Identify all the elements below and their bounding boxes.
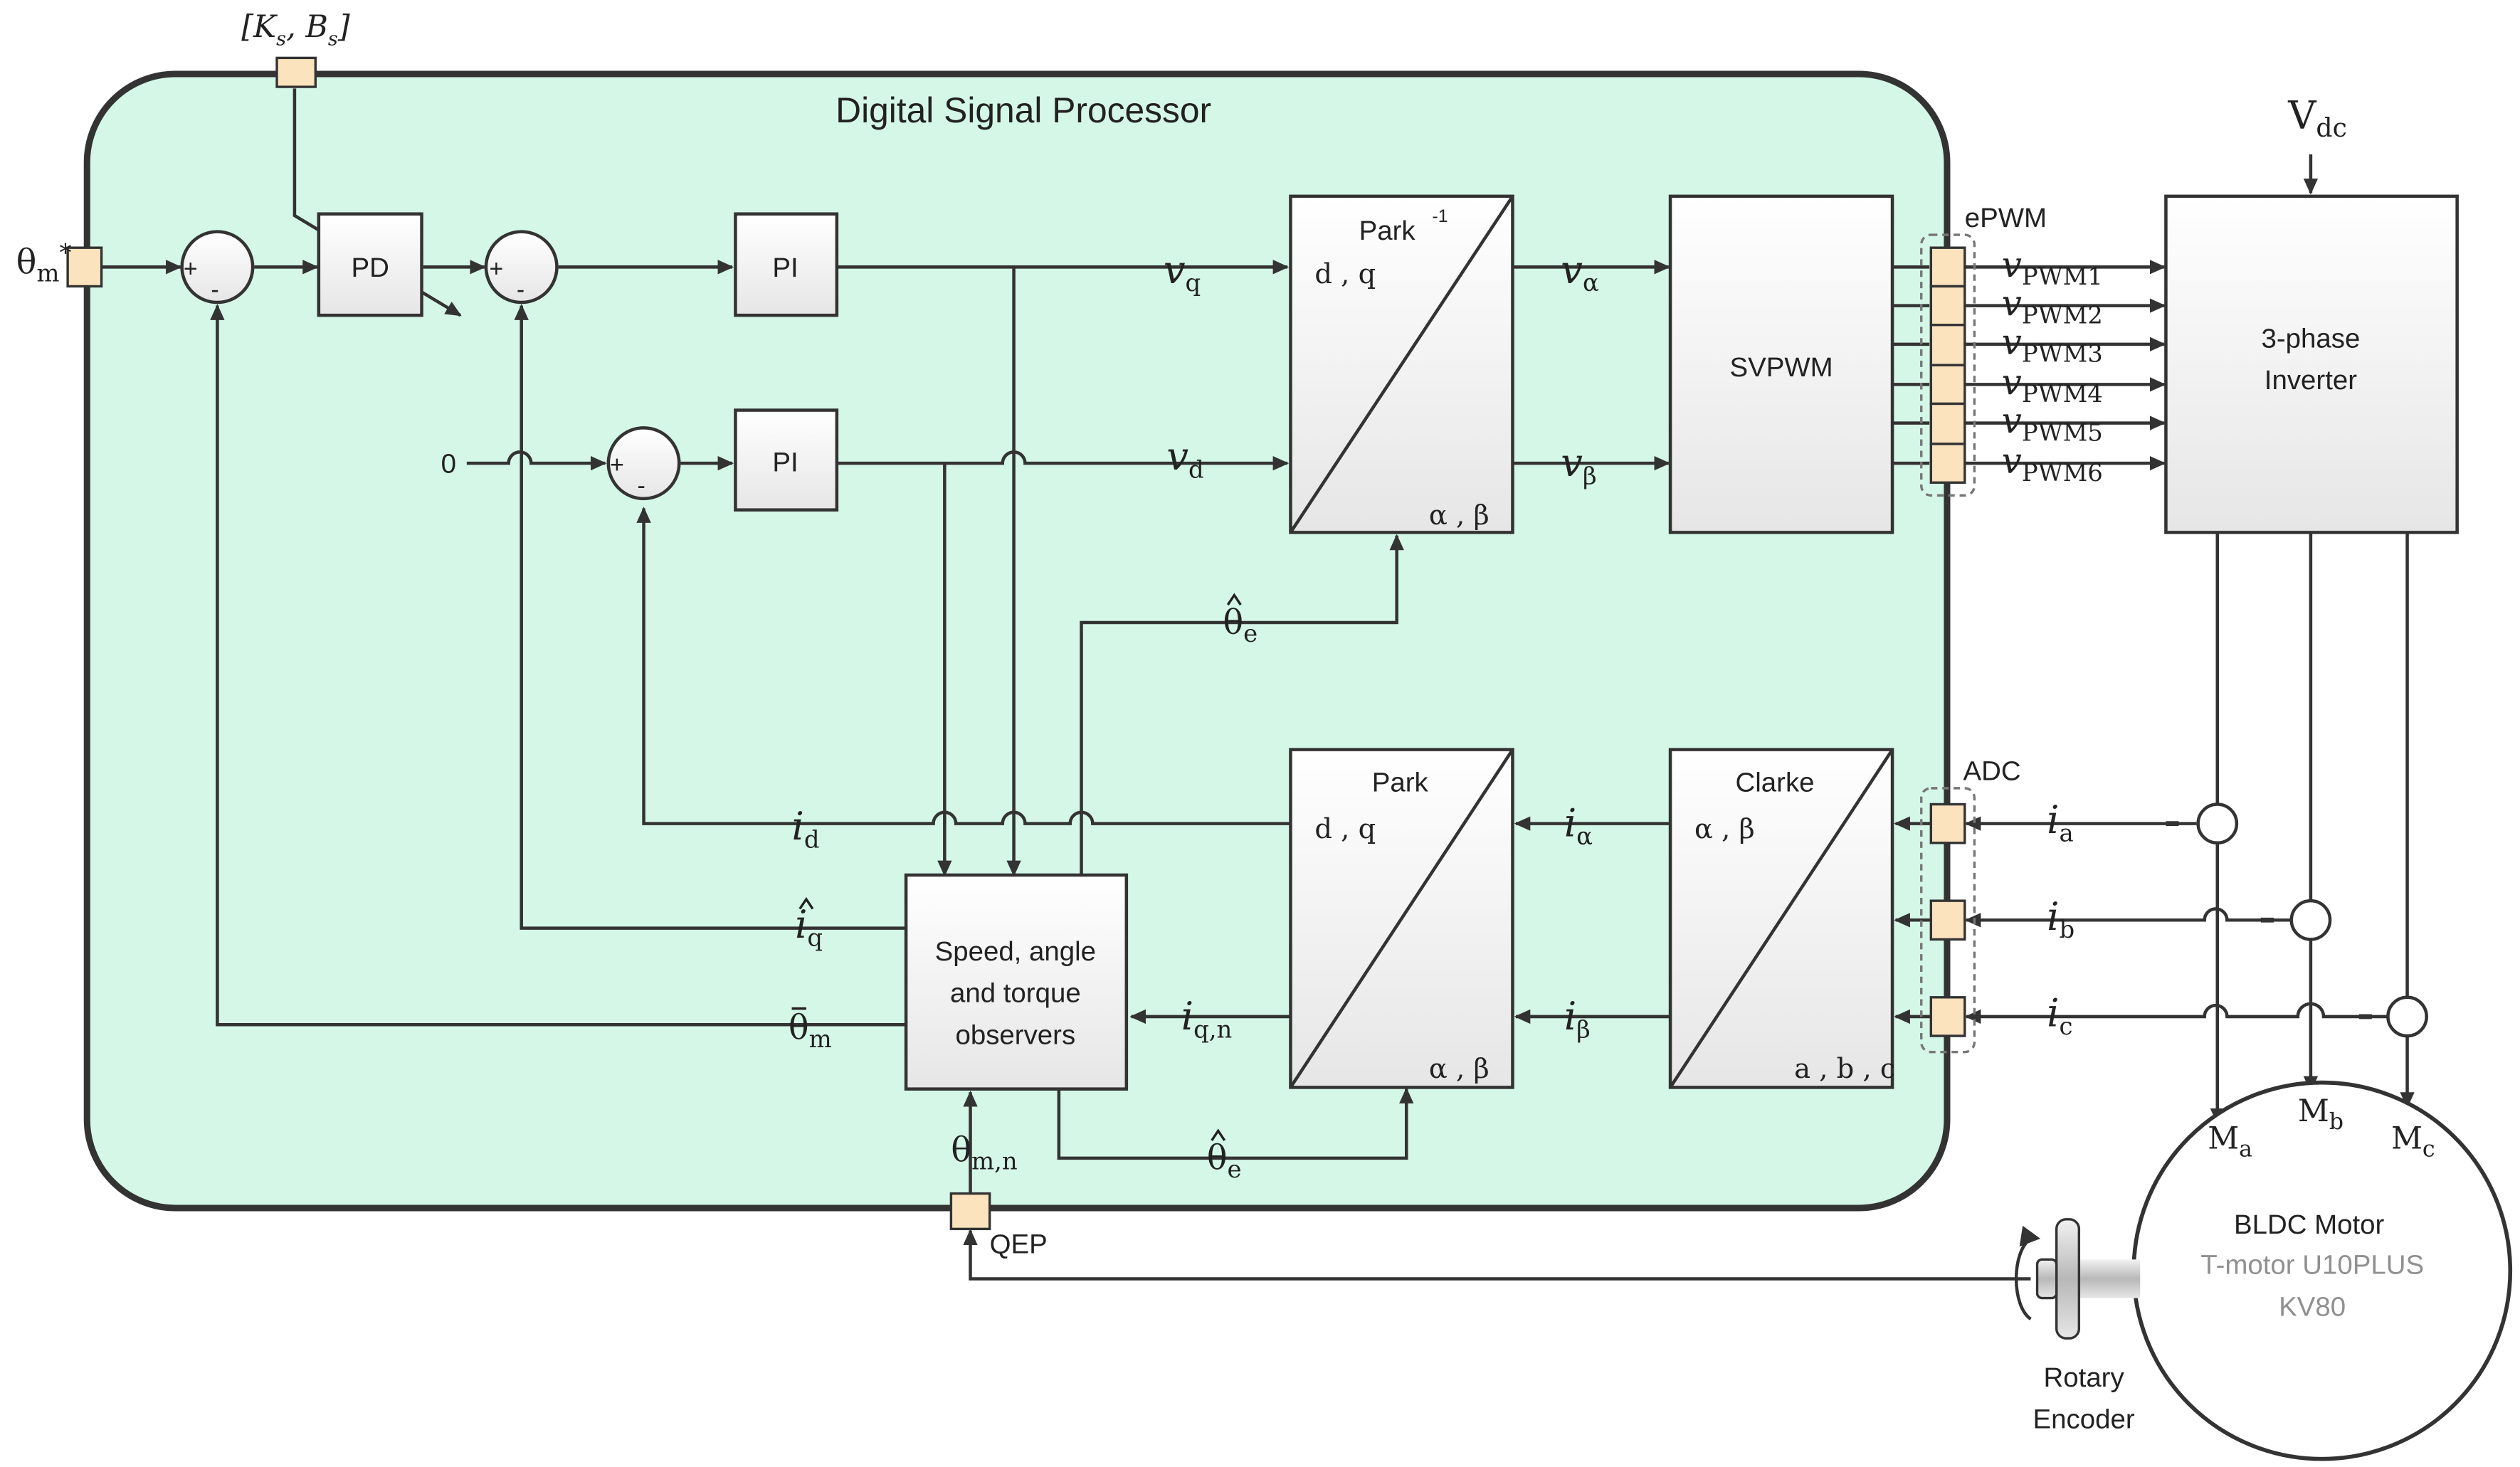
iqn-label: iq,n [1181,994,1233,1043]
hat-mark [1211,1128,1226,1141]
encoder-hub [2035,1258,2058,1300]
ialpha-label: iα [1564,801,1593,850]
pi-q-label: PI [772,253,798,283]
sum-junction-iq [484,230,559,304]
ks-bs-label: [Ks, Bs] [241,9,350,50]
sum2-minus: - [517,276,524,303]
inverse-park-output-label: α , β [1429,499,1490,531]
pi-d-label: PI [772,447,798,477]
inverter-label-2: Inverter [2265,365,2357,396]
pd-label: PD [351,253,389,283]
qep-port [949,1192,991,1231]
encoder-disc [2055,1218,2081,1340]
epwm-label: ePWM [1965,203,2047,233]
dsp-title: Digital Signal Processor [835,90,1211,130]
zero-input-label: 0 [441,449,456,480]
observer-block [904,873,1129,1091]
sum-junction-id [606,426,681,501]
motor-shaft [2075,1259,2141,1298]
sum3-plus: + [610,452,624,479]
motor-kv: KV80 [2279,1291,2346,1322]
svg-text:vPWM2: vPWM2 [2002,282,2103,329]
motor-phase-b-label: Mb [2298,1093,2344,1135]
motor-phase-c-label: Mc [2391,1121,2435,1162]
pi-block-q [734,212,839,317]
clarke-title: Clarke [1735,767,1814,798]
vbeta-label: vβ [1561,440,1596,489]
ib-label: ib [2047,894,2074,943]
theta-ref-label: θm* [16,238,72,287]
theta-e-hat-top-label: θe [1223,603,1258,647]
valpha-label: vα [1561,248,1599,297]
motor-phase-a-label: Ma [2208,1121,2252,1162]
park-title: Park [1372,767,1429,798]
svpwm-label: SVPWM [1729,352,1833,383]
svg-text:vPWM4: vPWM4 [2002,361,2103,408]
vd-label: vd [1166,434,1203,483]
inverter-block [2164,194,2459,534]
svg-text:vPWM1: vPWM1 [2002,244,2103,290]
clarke-output-label: a , b , c [1794,1053,1895,1085]
sum-junction-position [180,230,255,304]
ia-label: ia [2047,798,2074,847]
encoder-label-1: Rotary [2044,1362,2125,1393]
id-label: id [792,804,820,853]
hat-mark [798,896,814,910]
adc-port-c [1929,996,1966,1037]
theta-ref-port [66,246,103,288]
iq-hat-label: iq [795,902,823,951]
svpwm-block [1668,194,1894,534]
adc-port-b [1929,899,1966,941]
rotation-arrowhead-icon [2019,1225,2041,1247]
pd-block [317,212,423,317]
motor-model: T-motor U10PLUS [2200,1250,2424,1281]
adc-label: ADC [1963,756,2021,787]
encoder-label-2: Encoder [2033,1404,2135,1435]
qep-label: QEP [990,1229,1048,1259]
theta-m-hat-label: θm [789,1009,832,1053]
vdc-label: Vdc [2287,93,2347,143]
current-sensor-b [2289,899,2332,941]
pi-block-d [734,408,839,512]
sum1-plus: + [184,255,198,282]
adc-port-group [1920,787,1976,1054]
epwm-port-group [1920,233,1976,497]
inverter-label-1: 3-phase [2261,323,2360,354]
theta-mn-label: θm,n [951,1130,1017,1175]
observer-label-1: Speed, angle [935,936,1096,967]
observer-label-2: and torque [950,978,1081,1009]
ibeta-label: iβ [1564,994,1591,1043]
svg-text:vPWM3: vPWM3 [2002,321,2103,367]
sum3-minus: - [638,472,645,499]
motor-title: BLDC Motor [2234,1209,2385,1240]
ic-label: ic [2047,990,2072,1039]
pwm-signal-labels: vPWM1 vPWM2 vPWM3 vPWM4 vPWM5 vPWM6 [2002,244,2103,487]
clarke-input-label: α , β [1694,813,1755,845]
inverse-park-sup: -1 [1432,206,1448,226]
vq-label: vq [1164,248,1201,297]
svg-text:vPWM5: vPWM5 [2002,400,2103,446]
hat-mark [1226,593,1242,606]
current-sensor-a [2196,803,2239,845]
svg-text:vPWM6: vPWM6 [2002,440,2103,487]
ks-bs-port [275,56,317,88]
epwm-ports [1929,246,1966,484]
park-input-label: d , q [1314,813,1376,845]
sum1-minus: - [211,276,218,303]
adc-port-a [1929,803,1966,844]
park-output-label: α , β [1429,1053,1490,1085]
observer-label-3: observers [955,1020,1075,1050]
current-sensor-c [2386,995,2428,1038]
inverse-park-input-label: d , q [1314,258,1376,290]
sum2-plus: + [489,255,503,282]
theta-e-hat-bottom-label: θe [1207,1139,1242,1183]
inverse-park-title: Park [1359,216,1416,246]
